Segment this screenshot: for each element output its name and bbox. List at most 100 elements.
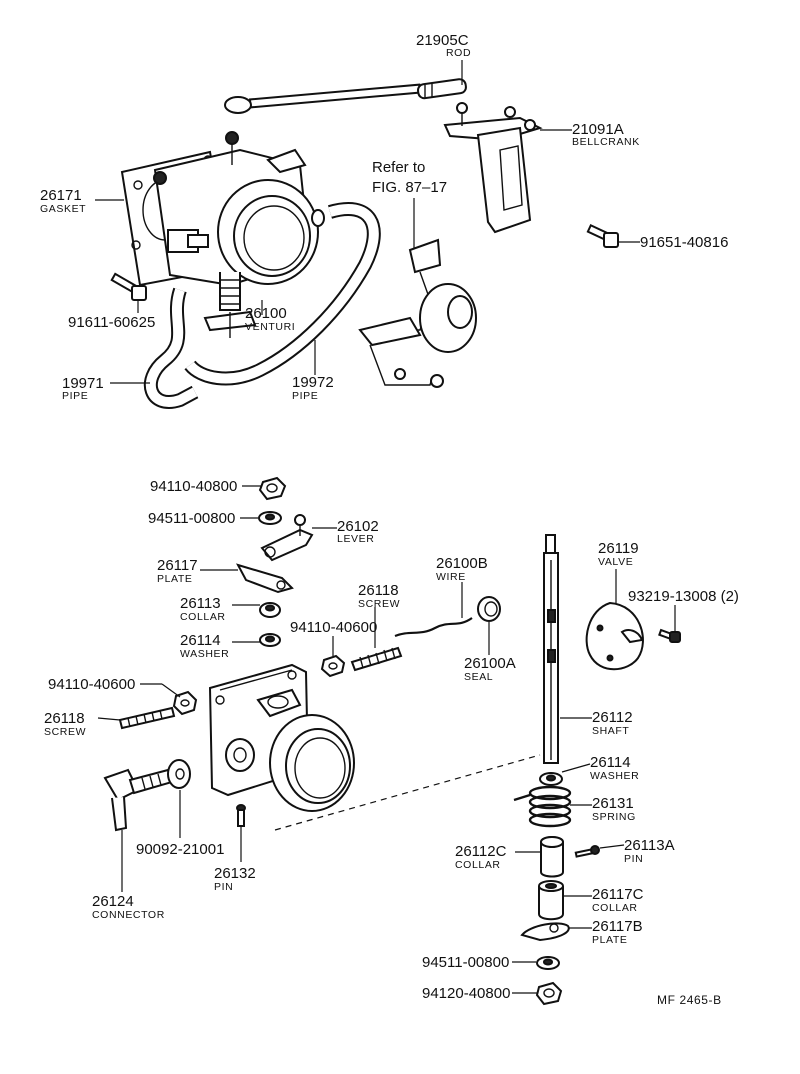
plate-26117b-part: [520, 922, 570, 942]
collar-26113-part-name: COLLAR: [180, 611, 226, 623]
spring-part: [513, 785, 572, 828]
plate-26117-part-name: PLATE: [157, 573, 192, 585]
collar-26112c-part-number: 26112C: [455, 843, 507, 860]
nut-94120-part: [535, 981, 563, 1006]
connector-part: [103, 759, 191, 832]
collar-26112c-part-name: COLLAR: [455, 859, 501, 871]
pin-26113a-part-name: PIN: [624, 853, 643, 865]
screw-93219-part-number: 93219-13008 (2): [628, 588, 739, 605]
wire-part-name: WIRE: [436, 571, 466, 583]
refer-line-1: Refer to: [372, 159, 425, 176]
connector-part-number: 26124: [92, 893, 134, 910]
actuator-part: [358, 238, 477, 388]
spring-part-number: 26131: [592, 795, 634, 812]
rod-part-number: 21905C: [416, 32, 469, 49]
refer-line-2: FIG. 87–17: [372, 179, 447, 196]
screw-26118-left-part-name: SCREW: [44, 726, 86, 738]
valve-part: [585, 601, 644, 671]
pin-26113a-part: [574, 845, 600, 858]
washer-26114-top-part: [259, 633, 281, 647]
nut-94110-40600-left-leader-2: [161, 683, 181, 698]
shaft-part: [543, 534, 559, 764]
wire-part-number: 26100B: [436, 555, 488, 572]
nut-94110-40600-mid-part-number: 94110-40600: [290, 619, 377, 636]
seal-part: [477, 596, 501, 622]
venturi-part-number: 26100: [245, 305, 287, 322]
pipe-19971-part-number: 19971: [62, 375, 104, 392]
pin-26113a-part-number: 26113A: [624, 837, 675, 854]
screw-26118-left-part-number: 26118: [44, 710, 85, 727]
screw-26118-mid-part-number: 26118: [358, 582, 399, 599]
screw-26118-left-leader: [97, 717, 121, 721]
screw-26118-mid-part: [350, 646, 403, 672]
nut-94110-40600-mid-part: [320, 654, 346, 678]
connector-part-name: CONNECTOR: [92, 909, 165, 921]
collar-26113-part: [259, 602, 281, 618]
washer-26114-right-part-number: 26114: [590, 754, 631, 771]
bolt-91651-part-number: 91651-40816: [640, 234, 728, 251]
pin-26113a-leader: [599, 844, 625, 849]
nut-94110-40800-part-number: 94110-40800: [150, 478, 237, 495]
gasket-part-name: GASKET: [40, 203, 86, 215]
washer-26114-right-part-name: WASHER: [590, 770, 639, 782]
plate-26117-part-number: 26117: [157, 557, 198, 574]
bolt-90092-part-number: 90092-21001: [136, 841, 224, 858]
lever-part-name: LEVER: [337, 533, 374, 545]
washer-94511-bottom-part-number: 94511-00800: [422, 954, 509, 971]
rod-part-name: ROD: [446, 47, 471, 59]
plate-26117b-part-name: PLATE: [592, 934, 627, 946]
shaft-part-number: 26112: [592, 709, 633, 726]
washer-94511-top-part-number: 94511-00800: [148, 510, 235, 527]
pin-26132-part-name: PIN: [214, 881, 233, 893]
wire-part: [394, 617, 473, 638]
bolt-91651-part: [586, 223, 619, 248]
plate-26117b-part-number: 26117B: [592, 918, 643, 935]
spring-part-name: SPRING: [592, 811, 636, 823]
pipe-19971-part-name: PIPE: [62, 390, 88, 402]
nut-94110-40600-left-part: [172, 690, 198, 716]
collar-26117c-part: [538, 880, 564, 921]
venturi-part: [153, 131, 319, 338]
collar-26113-part-number: 26113: [180, 595, 221, 612]
gasket-part-number: 26171: [40, 187, 82, 204]
lever-part-number: 26102: [337, 518, 379, 535]
screw-93219-part: [658, 628, 681, 643]
screw-26118-left-part: [118, 706, 176, 730]
valve-part-name: VALVE: [598, 556, 633, 568]
shaft-axis-dashed-line: [274, 754, 541, 831]
nut-94120-part-number: 94120-40800: [422, 985, 510, 1002]
nut-94110-40600-left-part-number: 94110-40600: [48, 676, 135, 693]
throttle-body-part: [208, 663, 355, 812]
valve-part-number: 26119: [598, 540, 639, 557]
nut-94110-40800-part: [258, 476, 287, 501]
plate-26117-part: [235, 563, 294, 594]
collar-26117c-part-number: 26117C: [592, 886, 644, 903]
washer-94511-top-part: [258, 511, 282, 525]
bolt-91611-part: [110, 272, 147, 301]
venturi-part-name: VENTURI: [245, 321, 295, 333]
pin-26132-part: [236, 804, 246, 827]
rod-part: [224, 78, 467, 114]
seal-part-name: SEAL: [464, 671, 493, 683]
seal-part-number: 26100A: [464, 655, 516, 672]
washer-26114-right-leader: [561, 763, 591, 773]
collar-26117c-part-name: COLLAR: [592, 902, 638, 914]
pin-26132-part-number: 26132: [214, 865, 256, 882]
pipe-19972-part-number: 19972: [292, 374, 334, 391]
washer-26114-right-part: [539, 772, 563, 786]
collar-26112c-part: [540, 836, 564, 878]
bellcrank-part-number: 21091A: [572, 121, 624, 138]
figure-code: MF 2465-B: [657, 993, 722, 1007]
bolt-91611-part-number: 91611-60625: [68, 314, 155, 331]
washer-26114-top-part-name: WASHER: [180, 648, 229, 660]
washer-26114-top-part-number: 26114: [180, 632, 221, 649]
shaft-part-name: SHAFT: [592, 725, 629, 737]
washer-94511-bottom-part: [536, 956, 560, 970]
pipe-19972-part: [184, 202, 381, 386]
lever-part: [260, 514, 314, 562]
pipe-19972-part-name: PIPE: [292, 390, 318, 402]
screw-26118-mid-part-name: SCREW: [358, 598, 400, 610]
bellcrank-part: [443, 102, 543, 234]
bellcrank-part-name: BELLCRANK: [572, 136, 640, 148]
